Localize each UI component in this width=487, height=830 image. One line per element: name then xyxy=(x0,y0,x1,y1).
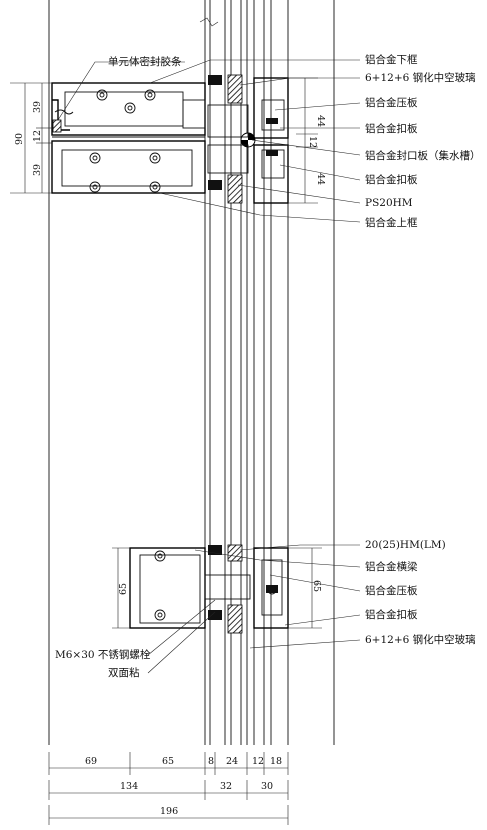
label-hm-lm: 20(25)HM(LM) xyxy=(365,539,446,551)
bottom-dimension-rows: 69 65 8 24 12 18 134 32 30 196 xyxy=(48,752,289,825)
right-dimension-chain-top: 44 12 44 xyxy=(288,77,326,204)
label-alu-lower-frame: 铝合金下框 xyxy=(365,53,418,66)
label-stainless-bolt: M6×30 不锈钢螺栓 xyxy=(55,648,151,661)
bottom-transom-assembly xyxy=(129,544,289,634)
dim-left-90: 90 xyxy=(14,133,25,145)
dim-bottom-32: 32 xyxy=(220,781,232,792)
label-ps20hm: PS20HM xyxy=(365,197,413,209)
label-alu-transom: 铝合金横梁 xyxy=(365,560,418,573)
dim-bottom-12: 12 xyxy=(252,756,264,767)
label-alu-cover-plate-top-b: 铝合金扣板 xyxy=(365,173,418,186)
dim-right-65: 65 xyxy=(311,580,322,592)
dim-left-65: 65 xyxy=(118,583,129,595)
label-glass-top: 6+12+6 钢化中空玻璃 xyxy=(365,71,476,84)
dim-left-39b: 39 xyxy=(32,164,43,176)
dim-bottom-24: 24 xyxy=(226,756,238,767)
label-alu-upper-frame: 铝合金上框 xyxy=(365,216,418,229)
dim-bottom-69: 69 xyxy=(85,756,97,767)
top-transom-assembly xyxy=(51,74,289,204)
label-double-sided-tape: 双面粘 xyxy=(108,666,140,679)
label-alu-cover-plate-top-a: 铝合金扣板 xyxy=(365,122,418,135)
bottom-side-dimensions: 65 65 xyxy=(112,547,322,629)
dim-bottom-134: 134 xyxy=(120,781,138,792)
label-unit-seal-strip: 单元体密封胶条 xyxy=(108,55,182,68)
left-dimension-chain: 39 12 39 90 xyxy=(10,82,52,194)
label-glass-bottom: 6+12+6 钢化中空玻璃 xyxy=(365,633,476,646)
dim-left-12: 12 xyxy=(32,130,43,142)
label-alu-pressure-plate-bottom: 铝合金压板 xyxy=(365,584,418,597)
dim-bottom-65: 65 xyxy=(162,756,174,767)
dim-bottom-8: 8 xyxy=(208,756,214,767)
dim-left-39a: 39 xyxy=(32,101,43,113)
top-leaders xyxy=(57,59,361,223)
dim-right-44a: 44 xyxy=(315,115,326,127)
label-alu-pressure-plate-top: 铝合金压板 xyxy=(365,96,418,109)
bottom-leaders xyxy=(147,544,361,674)
dim-bottom-196: 196 xyxy=(160,806,178,817)
label-alu-cover-plate-bottom: 铝合金扣板 xyxy=(365,608,418,621)
dim-bottom-30: 30 xyxy=(261,781,273,792)
dim-bottom-18: 18 xyxy=(270,756,282,767)
label-alu-sealing-plate: 铝合金封口板（集水槽） xyxy=(365,149,481,162)
dim-right-44b: 44 xyxy=(315,173,326,185)
dim-right-12: 12 xyxy=(307,136,318,148)
